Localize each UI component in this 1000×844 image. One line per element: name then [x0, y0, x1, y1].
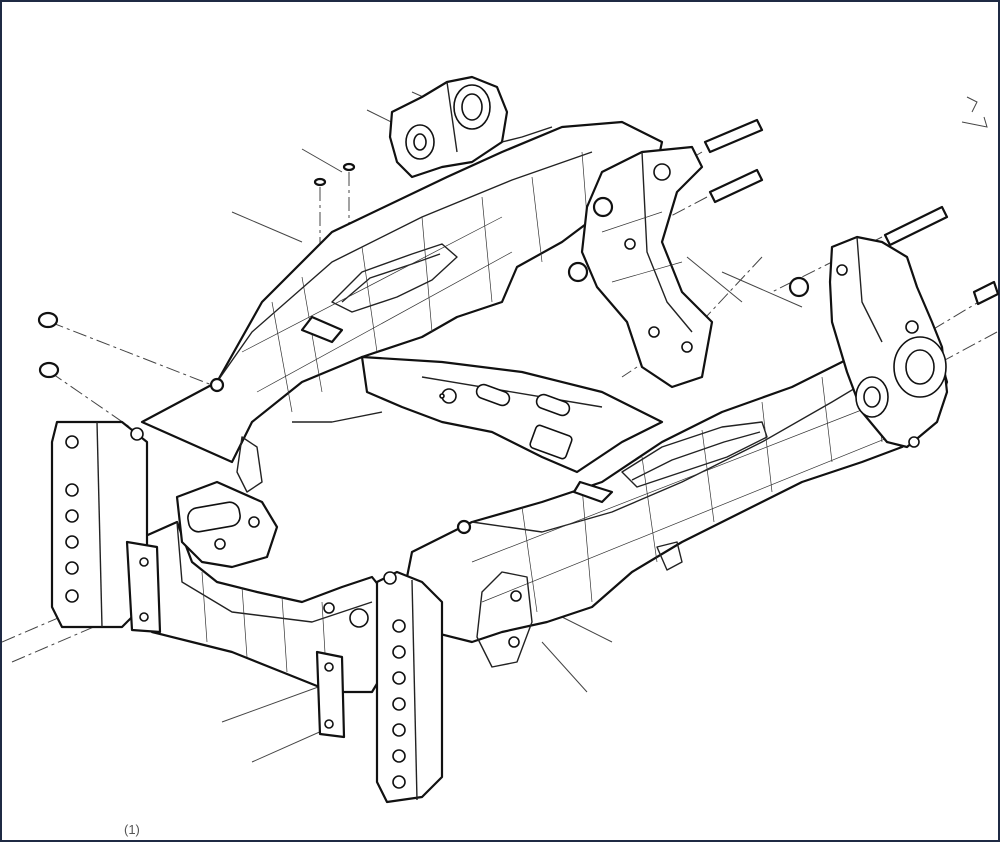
washer-left	[209, 377, 225, 393]
pin-rear-1	[703, 118, 764, 154]
center-cross-plate	[292, 355, 664, 474]
left-mounting-plate	[50, 420, 162, 634]
front-pivot-housing	[828, 235, 949, 449]
rear-right-bracket	[580, 145, 714, 389]
loose-hardware	[37, 118, 1000, 535]
pin-rear-2	[708, 168, 764, 204]
bracket-clip-lower	[572, 480, 614, 504]
washer-right	[456, 519, 472, 535]
corner-mark-label: (1)	[124, 822, 140, 837]
plug-lower	[38, 361, 60, 379]
pin-front-small	[972, 280, 1000, 306]
nut-middle	[567, 261, 589, 283]
nut-front	[788, 276, 810, 298]
bracket-clip	[300, 315, 344, 344]
front-cross-member	[130, 436, 404, 694]
nut-upper	[592, 196, 614, 218]
plug-upper	[37, 311, 59, 329]
pin-small-right	[342, 162, 356, 172]
pin-front	[883, 205, 949, 247]
right-mounting-plate	[315, 570, 444, 804]
pin-small-left	[313, 177, 327, 187]
rear-pivot-bracket	[388, 75, 553, 179]
corner-mark	[961, 96, 988, 128]
